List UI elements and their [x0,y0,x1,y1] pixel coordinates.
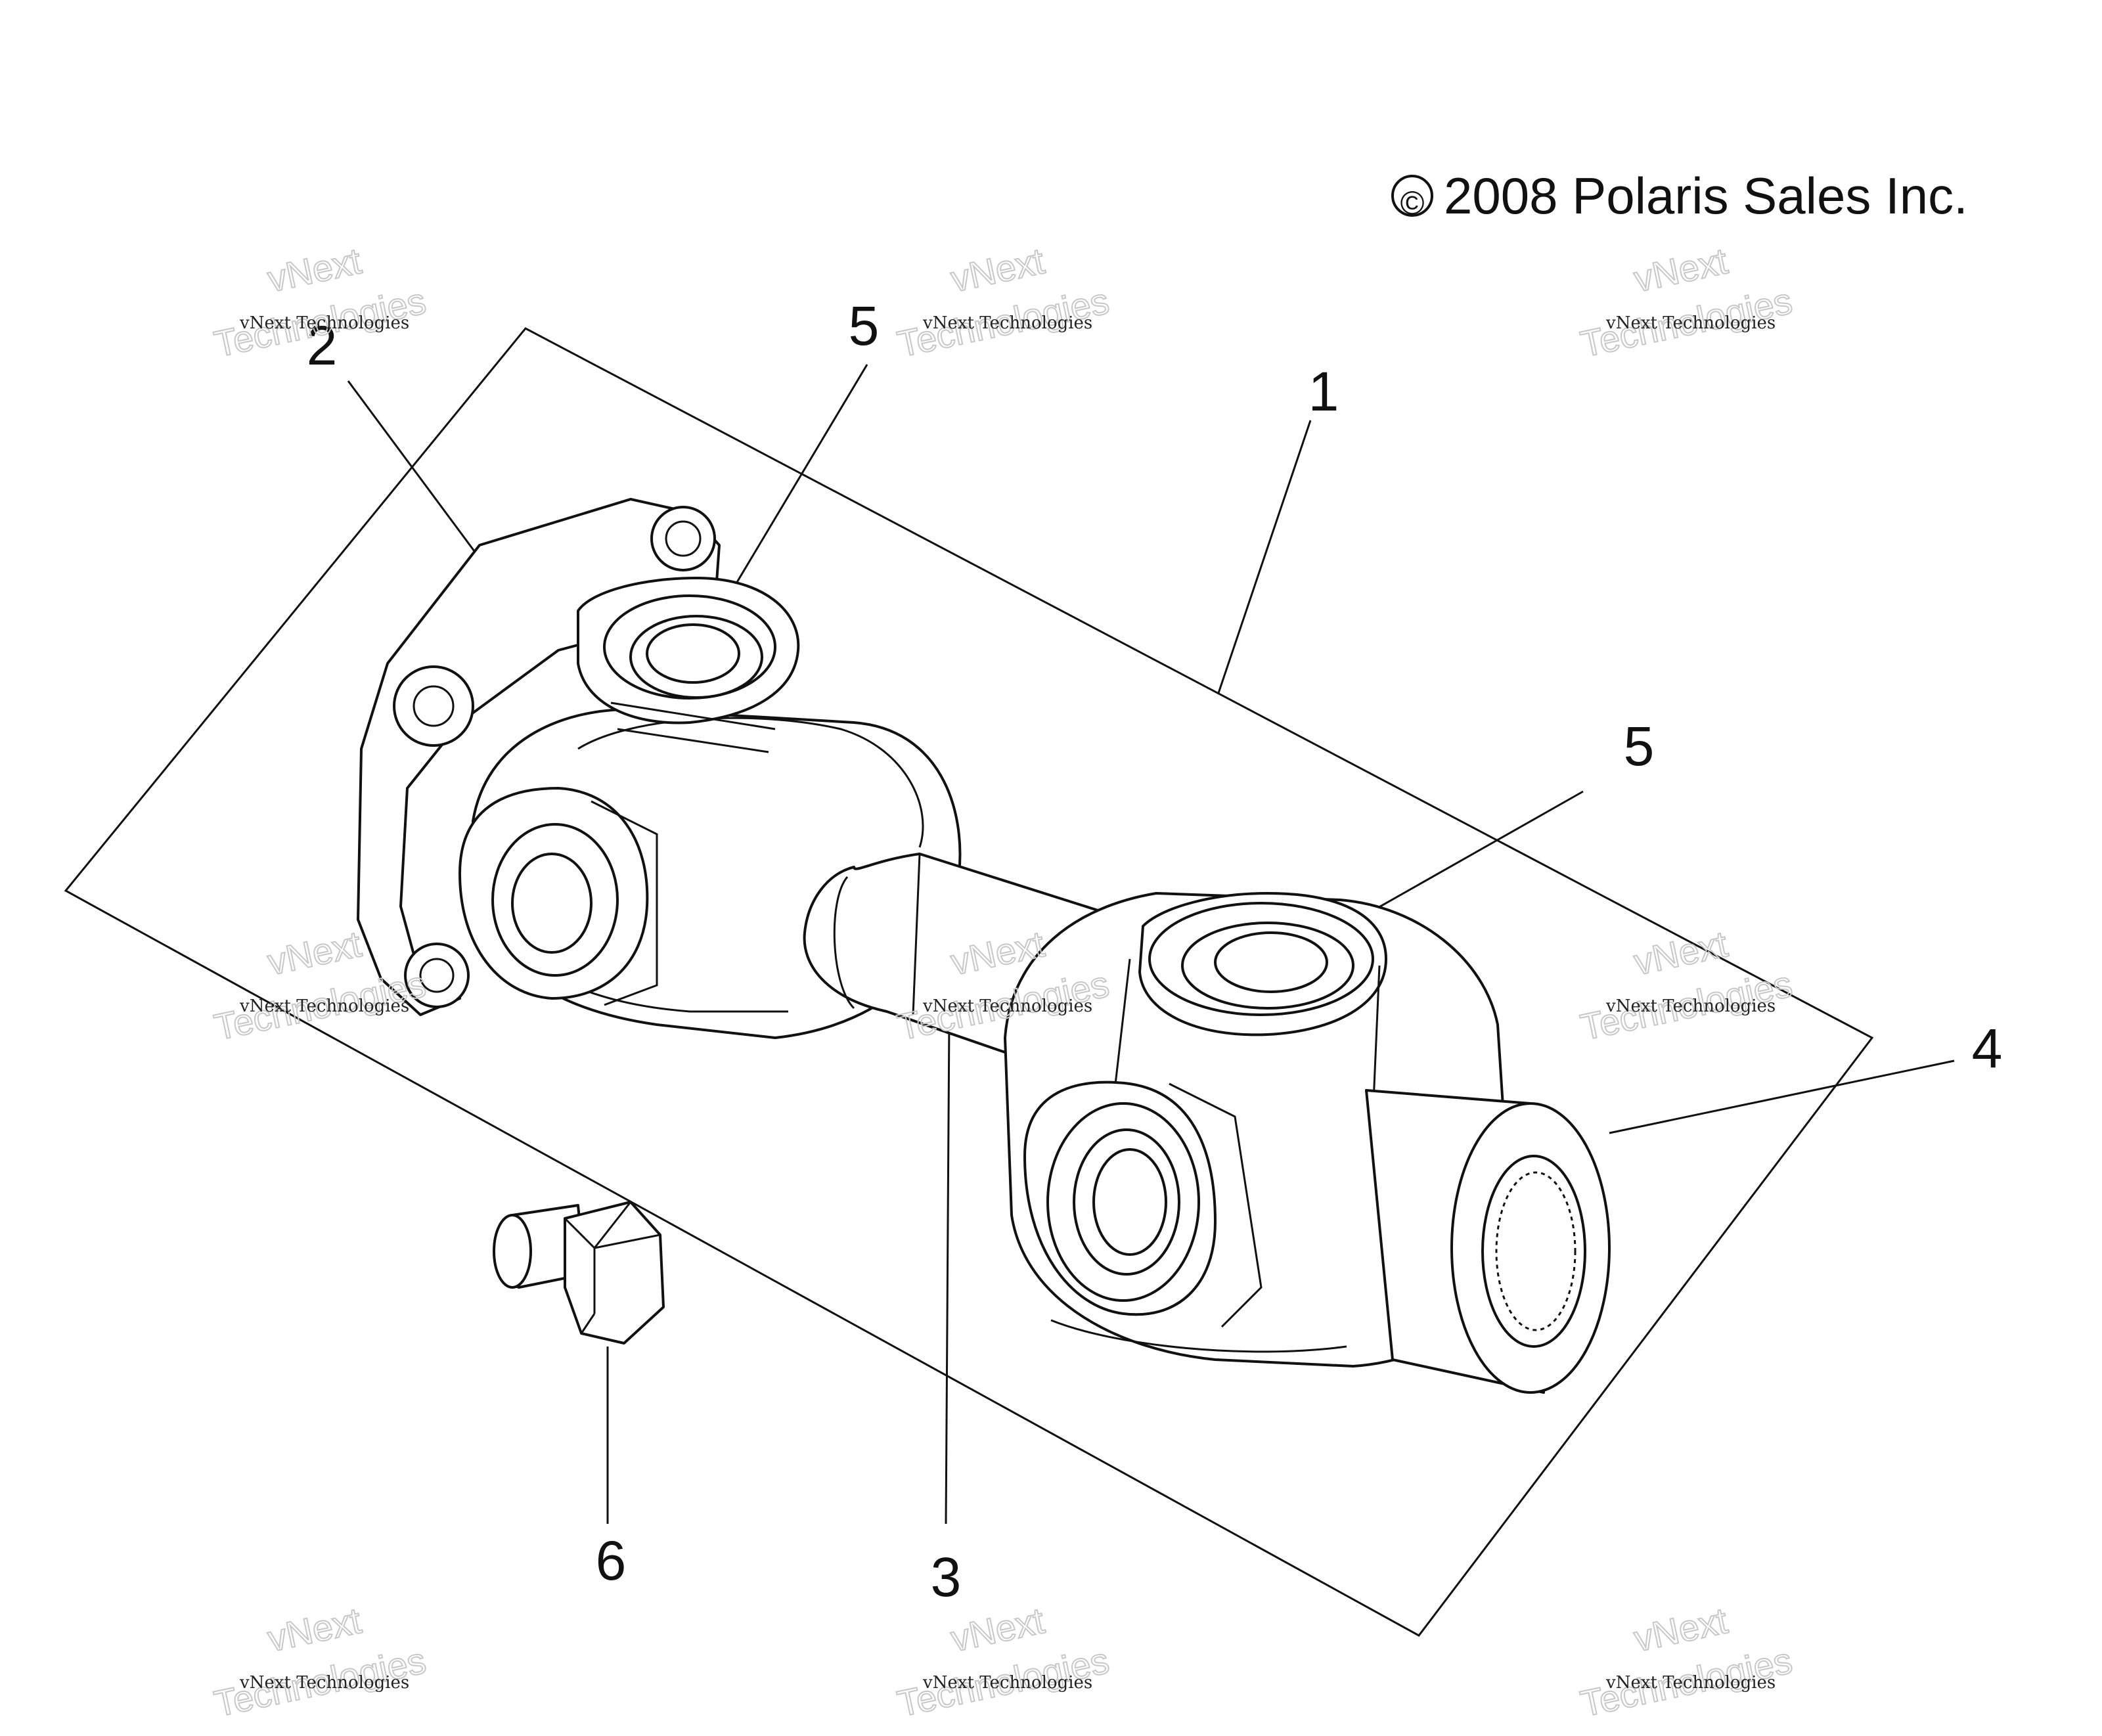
svg-text:vNext Technologies: vNext Technologies [922,1673,1092,1693]
copyright-symbol: © [1400,185,1425,221]
svg-text:vNext: vNext [264,240,365,300]
svg-text:vNext Technologies: vNext Technologies [1605,996,1776,1016]
bolt [493,1201,665,1345]
svg-text:vNext: vNext [264,1599,365,1659]
watermark: vNext Technologies vNext Technologies [893,1599,1113,1725]
svg-text:vNext Technologies: vNext Technologies [1605,313,1776,333]
callout-1: 1 [1308,361,1339,422]
callouts: 2 5 1 5 4 3 6 [307,295,2003,1608]
callout-3: 3 [931,1546,962,1608]
assembly-outline [64,327,1874,1637]
watermark: vNext Technologies vNext Technologies [1576,1599,1797,1725]
watermark: vNext Technologies vNext Technologies [893,239,1113,366]
svg-text:vNext: vNext [947,1599,1048,1659]
svg-text:vNext Technologies: vNext Technologies [239,996,409,1016]
watermark: vNext Technologies vNext Technologies [1576,922,1797,1049]
svg-text:vNext: vNext [1630,240,1732,300]
svg-text:vNext: vNext [264,923,365,983]
svg-text:vNext Technologies: vNext Technologies [922,996,1092,1016]
callout-5-top: 5 [849,295,880,357]
svg-text:vNext Technologies: vNext Technologies [239,313,409,333]
svg-text:vNext: vNext [1630,923,1732,983]
copyright-text: 2008 Polaris Sales Inc. [1444,167,1968,225]
rear-u-joint [1004,892,1611,1394]
callout-4: 4 [1972,1017,2003,1079]
callout-6: 6 [596,1530,627,1591]
svg-text:vNext Technologies: vNext Technologies [239,1673,409,1693]
copyright-notice: © 2008 Polaris Sales Inc. [1391,167,1968,225]
svg-text:vNext Technologies: vNext Technologies [1605,1673,1776,1693]
watermark: vNext Technologies vNext Technologies [1576,239,1797,366]
svg-text:vNext: vNext [947,240,1048,300]
svg-text:vNext Technologies: vNext Technologies [922,313,1092,333]
callout-5-right: 5 [1624,715,1655,777]
svg-text:vNext: vNext [1630,1599,1732,1659]
callout-2: 2 [307,315,338,376]
watermark: vNext Technologies vNext Technologies [210,1599,430,1725]
